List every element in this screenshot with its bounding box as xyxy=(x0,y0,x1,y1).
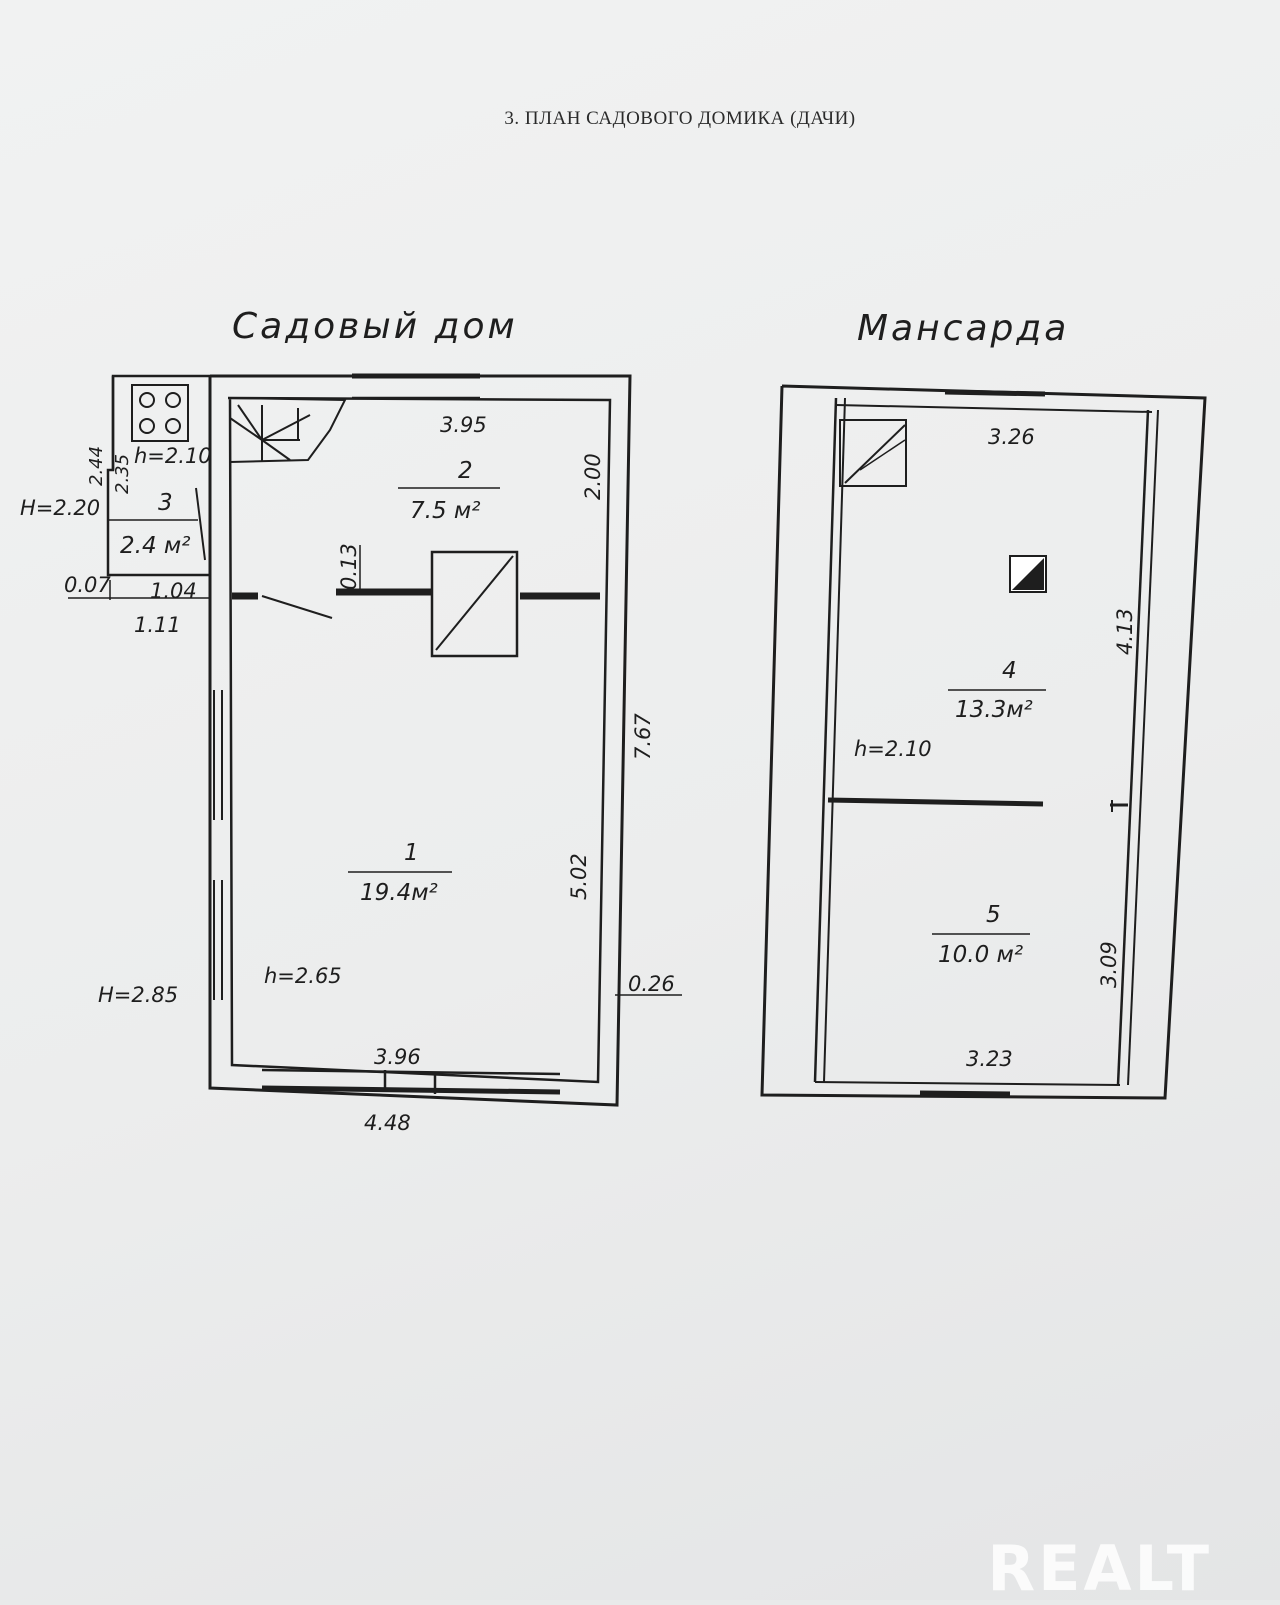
room-2-number: 2 xyxy=(458,458,473,484)
dim-wall-thickness: 0.26 xyxy=(628,972,675,996)
porch-wall xyxy=(106,374,210,577)
ground-floor-heading: Садовый дом xyxy=(232,306,518,347)
dim-outer-bottom: 4.48 xyxy=(364,1111,411,1135)
dim-inner-bottom: 3.96 xyxy=(374,1045,421,1069)
attic-dim-right-upper: 4.13 xyxy=(1113,608,1137,655)
attic-height: h=2.10 xyxy=(854,737,932,761)
room-4-number: 4 xyxy=(1002,658,1017,684)
dim-overall-height: 7.67 xyxy=(631,713,655,760)
height-porch-outer: H=2.20 xyxy=(20,496,100,520)
document-title: 3. ПЛАН САДОВОГО ДОМИКА (ДАЧИ) xyxy=(504,108,856,129)
dim-right-upper: 2.00 xyxy=(581,453,605,500)
stove-icon xyxy=(131,384,189,442)
main-outer-wall xyxy=(208,374,632,1107)
room-1-number: 1 xyxy=(404,840,419,866)
attic-dim-bottom-width: 3.23 xyxy=(966,1047,1013,1071)
stair-opening-icon xyxy=(839,419,907,487)
room-4-area: 13.3м² xyxy=(955,697,1033,723)
realt-watermark-logo: REALT xyxy=(987,1532,1212,1605)
dim-top-width: 3.95 xyxy=(440,413,487,437)
room-1-area: 19.4м² xyxy=(360,880,438,906)
window-bottom xyxy=(261,1085,561,1095)
attic-labels: 3.26 4.13 3.09 3.23 h=2.10 4 13.3м² 5 10… xyxy=(854,425,1137,1071)
ground-floor-plan: Садовый дом xyxy=(68,306,682,1107)
dim-porch-1-04: 1.04 xyxy=(150,579,197,603)
room-5-number: 5 xyxy=(986,902,1001,928)
attic-heading: Мансарда xyxy=(857,308,1069,349)
chimney-icon xyxy=(430,550,519,658)
dim-porch-0-07: 0.07 xyxy=(64,573,111,597)
attic-plan: Мансарда xyxy=(760,308,1207,1100)
attic-dim-top-width: 3.26 xyxy=(988,425,1035,449)
attic-outer-wall xyxy=(760,384,1207,1100)
room-3-number: 3 xyxy=(158,490,173,516)
main-inner-wall xyxy=(227,396,612,1084)
attic-partition xyxy=(827,797,1044,807)
dim-porch-2-35: 2.35 xyxy=(112,454,133,494)
ground-floor-labels: 3.95 2.00 7.67 5.02 3.96 4.48 0.26 0.13 … xyxy=(20,413,675,1135)
room-2-area: 7.5 м² xyxy=(410,498,480,524)
room-3-area: 2.4 м² xyxy=(120,533,190,559)
height-main-inner: h=2.65 xyxy=(264,964,342,988)
attic-dim-right-lower: 3.09 xyxy=(1097,941,1121,988)
height-main-outer: H=2.85 xyxy=(98,983,178,1007)
height-porch-inner: h=2.10 xyxy=(134,444,212,468)
dim-room1-height: 5.02 xyxy=(567,853,591,900)
dim-partition: 0.13 xyxy=(337,543,361,590)
staircase-icon xyxy=(229,397,347,463)
room-5-area: 10.0 м² xyxy=(938,942,1023,968)
dim-porch-1-11: 1.11 xyxy=(134,613,181,637)
dim-porch-2-44: 2.44 xyxy=(86,446,107,486)
